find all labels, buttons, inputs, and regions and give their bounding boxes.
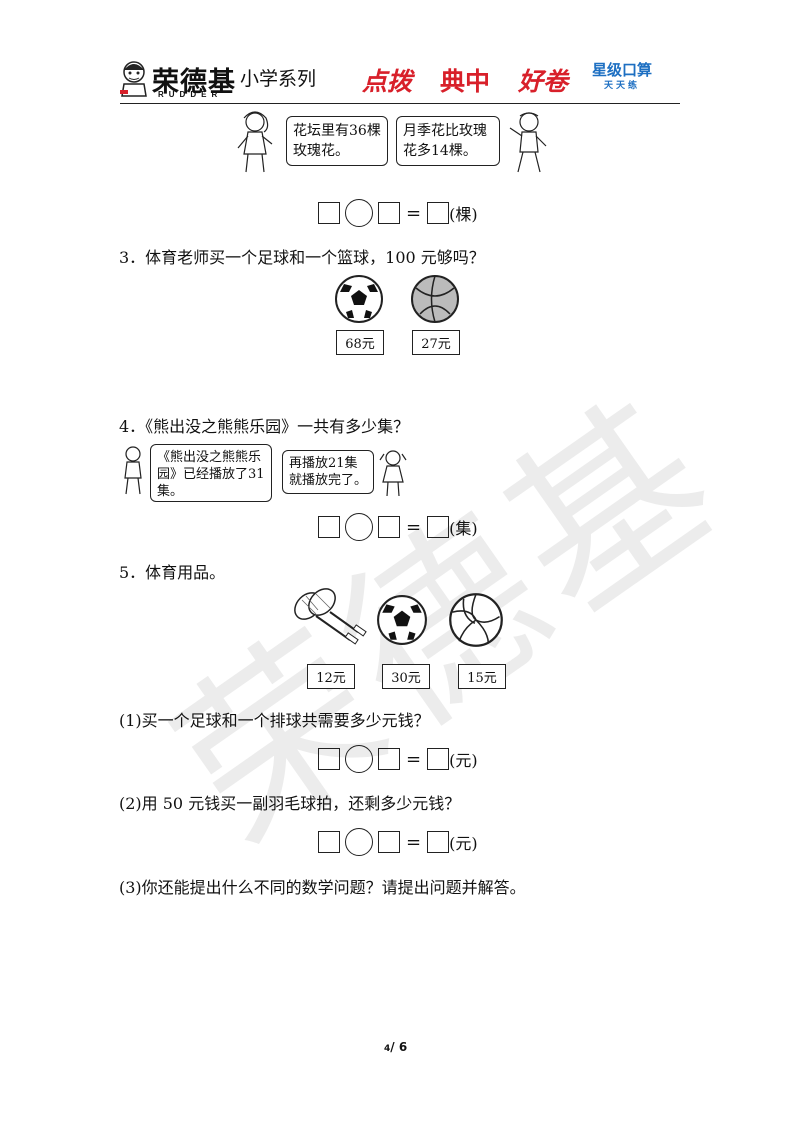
q5-sub1-equation: = (元) bbox=[318, 745, 478, 773]
operator-circle[interactable] bbox=[345, 745, 373, 773]
q2-bubble-left: 花坛里有36棵玫瑰花。 bbox=[286, 116, 388, 166]
equals-sign: = bbox=[406, 202, 422, 224]
q4-text: 4．《熊出没之熊熊乐园》一共有多少集？ bbox=[119, 417, 410, 436]
page-number: 4/ 6 bbox=[384, 1040, 407, 1054]
blank-box[interactable] bbox=[378, 202, 400, 224]
tag-dianzhong: 典中 bbox=[440, 67, 491, 96]
header-divider bbox=[120, 103, 680, 104]
answer-box[interactable] bbox=[427, 202, 450, 224]
q5-sub3-text: (3)你还能提出什么不同的数学问题？请提出问题并解答。 bbox=[119, 878, 526, 897]
price-tag: 15元 bbox=[458, 664, 506, 689]
tag-dianbo: 点拨 bbox=[362, 67, 413, 96]
price-tag: 30元 bbox=[382, 664, 430, 689]
blank-box[interactable] bbox=[318, 748, 340, 770]
brand-name: 荣德基 bbox=[152, 67, 236, 98]
badminton-rackets-icon bbox=[288, 588, 368, 656]
blank-box[interactable] bbox=[318, 202, 340, 224]
page-total: 6 bbox=[398, 1040, 408, 1054]
q5-sub2-equation: = (元) bbox=[318, 828, 478, 856]
girl-figure-icon bbox=[230, 108, 280, 180]
soccer-ball-icon bbox=[334, 274, 384, 328]
equals-sign: = bbox=[406, 748, 422, 770]
price-tag: 68元 bbox=[336, 330, 384, 355]
q4-bubble-left: 《熊出没之熊熊乐园》已经播放了31集。 bbox=[150, 444, 272, 502]
q5-sub1-text: (1)买一个足球和一个排球共需要多少元钱？ bbox=[119, 711, 430, 730]
unit-label: (集) bbox=[449, 519, 478, 538]
soccer-ball-icon bbox=[376, 594, 428, 650]
tag-xingji-sub: 天天练 bbox=[604, 81, 641, 91]
operator-circle[interactable] bbox=[345, 199, 373, 227]
mascot-face-icon bbox=[120, 61, 147, 97]
basketball-icon bbox=[410, 274, 460, 328]
q3-text: 3．体育老师买一个足球和一个篮球，100 元够吗？ bbox=[119, 248, 485, 267]
boy-figure-icon bbox=[504, 108, 554, 180]
operator-circle[interactable] bbox=[345, 828, 373, 856]
brand-sub: RUDDER bbox=[158, 90, 223, 99]
tag-xingji-main: 星级口算 bbox=[592, 61, 653, 79]
volleyball-icon bbox=[448, 592, 504, 652]
q5-sub2-text: (2)用 50 元钱买一副羽毛球拍，还剩多少元钱？ bbox=[119, 794, 461, 813]
equals-sign: = bbox=[406, 516, 422, 538]
series-title: 小学系列 bbox=[240, 68, 317, 90]
q4-bubble-right: 再播放21集就播放完了。 bbox=[282, 450, 374, 494]
operator-circle[interactable] bbox=[345, 513, 373, 541]
blank-box[interactable] bbox=[378, 516, 400, 538]
blank-box[interactable] bbox=[318, 516, 340, 538]
girl-figure-icon bbox=[376, 448, 410, 502]
answer-box[interactable] bbox=[427, 748, 450, 770]
answer-box[interactable] bbox=[427, 831, 450, 853]
kid-figure-icon bbox=[118, 444, 148, 500]
q2-bubble-right: 月季花比玫瑰花多14棵。 bbox=[396, 116, 500, 166]
price-tag: 12元 bbox=[307, 664, 355, 689]
tag-xingji: 星级口算 天天练 bbox=[592, 62, 652, 94]
page-current: 4 bbox=[384, 1044, 391, 1054]
blank-box[interactable] bbox=[378, 748, 400, 770]
answer-box[interactable] bbox=[427, 516, 450, 538]
blank-box[interactable] bbox=[318, 831, 340, 853]
unit-label: (棵) bbox=[449, 205, 478, 224]
unit-label: (元) bbox=[449, 834, 478, 853]
brand-logo bbox=[118, 58, 150, 102]
unit-label: (元) bbox=[449, 751, 478, 770]
q5-text: 5．体育用品。 bbox=[119, 563, 226, 582]
q4-equation: = (集) bbox=[318, 513, 478, 541]
equals-sign: = bbox=[406, 831, 422, 853]
blank-box[interactable] bbox=[378, 831, 400, 853]
q2-equation: = (棵) bbox=[318, 199, 478, 227]
tag-haojuan: 好卷 bbox=[518, 67, 569, 96]
price-tag: 27元 bbox=[412, 330, 460, 355]
page-sep: / bbox=[390, 1040, 399, 1054]
